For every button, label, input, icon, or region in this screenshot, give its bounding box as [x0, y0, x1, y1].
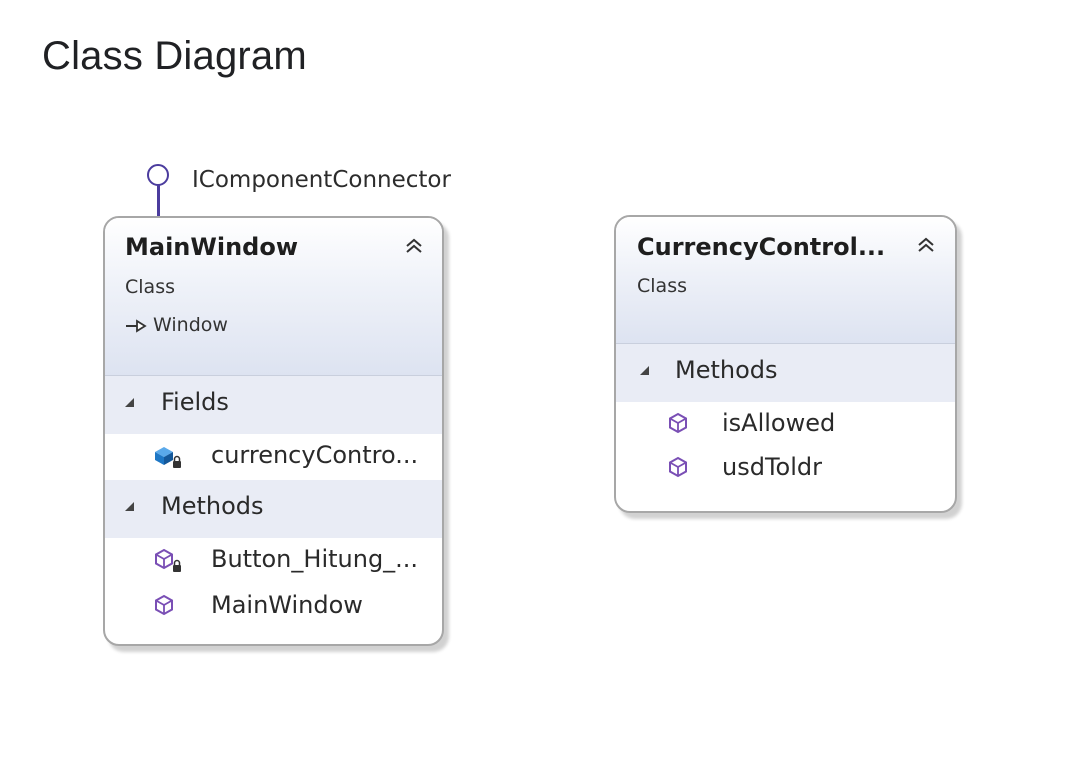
collapse-chevron-icon[interactable]	[403, 236, 425, 256]
interface-connector-line	[157, 185, 160, 218]
class-header: MainWindow Class Window	[105, 218, 442, 376]
member-name: Button_Hitung_...	[211, 545, 419, 573]
member-row[interactable]: MainWindow	[105, 584, 442, 630]
collapse-chevron-icon[interactable]	[915, 235, 937, 255]
section-label: Fields	[161, 388, 229, 416]
class-kind-label: Class	[125, 276, 175, 298]
expand-triangle-icon[interactable]	[125, 502, 134, 511]
interface-lollipop-icon	[147, 164, 169, 186]
base-class-name: Window	[153, 314, 228, 336]
method-icon	[669, 412, 687, 434]
expand-triangle-icon[interactable]	[125, 398, 134, 407]
page-title: Class Diagram	[42, 34, 307, 78]
member-row[interactable]: currencyContro...	[105, 434, 442, 480]
class-header: CurrencyControl... Class	[616, 217, 955, 344]
method-icon	[669, 456, 687, 478]
class-kind-label: Class	[637, 275, 687, 297]
member-name: currencyContro...	[211, 441, 419, 469]
class-name: MainWindow	[125, 233, 299, 261]
section-label: Methods	[675, 356, 778, 384]
class-shape-mainwindow[interactable]: MainWindow Class Window Fields	[103, 216, 444, 646]
inheritance-arrow-icon	[126, 318, 147, 333]
member-row[interactable]: usdToldr	[616, 446, 955, 490]
class-shape-currencycontrol[interactable]: CurrencyControl... Class Methods isAllow…	[614, 215, 957, 513]
member-row[interactable]: Button_Hitung_...	[105, 538, 442, 584]
member-name: MainWindow	[211, 591, 363, 619]
section-header-methods[interactable]: Methods	[616, 344, 955, 402]
section-header-methods[interactable]: Methods	[105, 480, 442, 538]
method-icon	[155, 594, 173, 616]
interface-label[interactable]: IComponentConnector	[192, 167, 451, 193]
base-class-label: Window	[125, 314, 228, 336]
member-row[interactable]: isAllowed	[616, 402, 955, 446]
member-name: isAllowed	[722, 409, 836, 437]
private-field-icon	[155, 447, 181, 468]
member-name: usdToldr	[722, 453, 822, 481]
section-header-fields[interactable]: Fields	[105, 376, 442, 434]
private-method-icon	[155, 548, 181, 572]
expand-triangle-icon[interactable]	[640, 366, 649, 375]
section-label: Methods	[161, 492, 264, 520]
class-name: CurrencyControl...	[637, 233, 886, 261]
